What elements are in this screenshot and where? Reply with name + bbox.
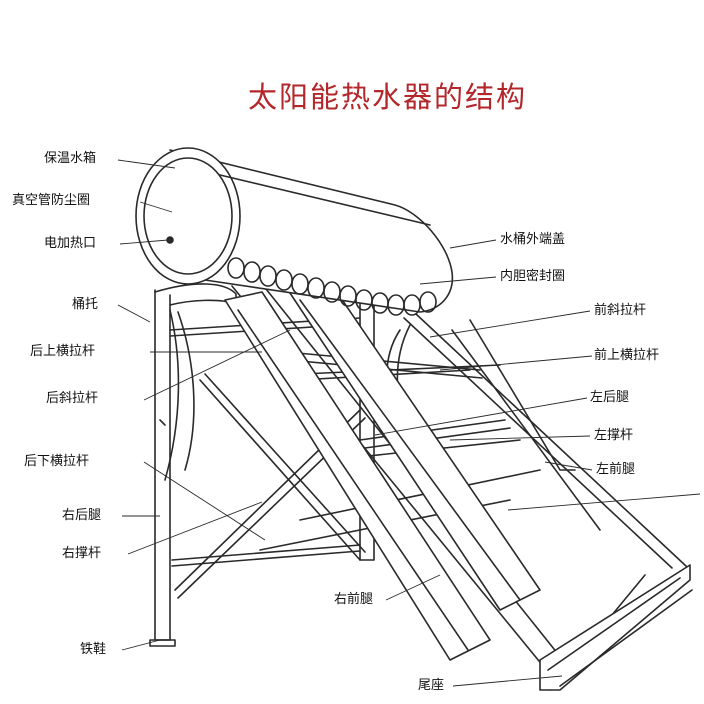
label-electric-port: 电加热口 bbox=[44, 236, 97, 251]
label-insulated-tank: 保温水箱 bbox=[44, 151, 97, 166]
leader-lines bbox=[117, 159, 701, 687]
label-left-front-leg: 左前腿 bbox=[596, 462, 636, 477]
label-right-front-leg: 右前腿 bbox=[334, 592, 374, 607]
label-rear-upper-bar: 后上横拉杆 bbox=[30, 344, 96, 359]
label-rear-diagonal-bar: 后斜拉杆 bbox=[46, 391, 99, 406]
vacuum-tubes-shape bbox=[224, 281, 541, 661]
label-left-rear-leg: 左后腿 bbox=[590, 390, 630, 405]
label-inner-seal-ring: 内胆密封圈 bbox=[500, 269, 566, 284]
label-front-diagonal-bar: 前斜拉杆 bbox=[594, 303, 647, 318]
label-front-upper-bar: 前上横拉杆 bbox=[594, 348, 660, 363]
label-tank-end-cap: 水桶外端盖 bbox=[500, 232, 566, 247]
diagram-title: 太阳能热水器的结构 bbox=[248, 80, 528, 114]
label-tail-seat: 尾座 bbox=[418, 678, 445, 693]
tank-shape bbox=[135, 147, 454, 313]
left-rear-leg-shape bbox=[149, 289, 176, 647]
label-tank-holder: 桶托 bbox=[72, 297, 99, 312]
label-iron-shoe: 铁鞋 bbox=[80, 642, 107, 657]
tail-seat-shape bbox=[539, 564, 693, 691]
label-dust-ring: 真空管防尘圈 bbox=[12, 193, 91, 208]
label-rear-lower-bar: 后下横拉杆 bbox=[24, 454, 90, 469]
label-left-brace: 左撑杆 bbox=[594, 428, 634, 443]
right-rear-leg-shape bbox=[359, 299, 375, 561]
dust-ring-coils-shape bbox=[227, 257, 437, 316]
label-right-rear-leg: 右后腿 bbox=[62, 508, 102, 523]
label-right-brace: 右撑杆 bbox=[62, 546, 102, 561]
